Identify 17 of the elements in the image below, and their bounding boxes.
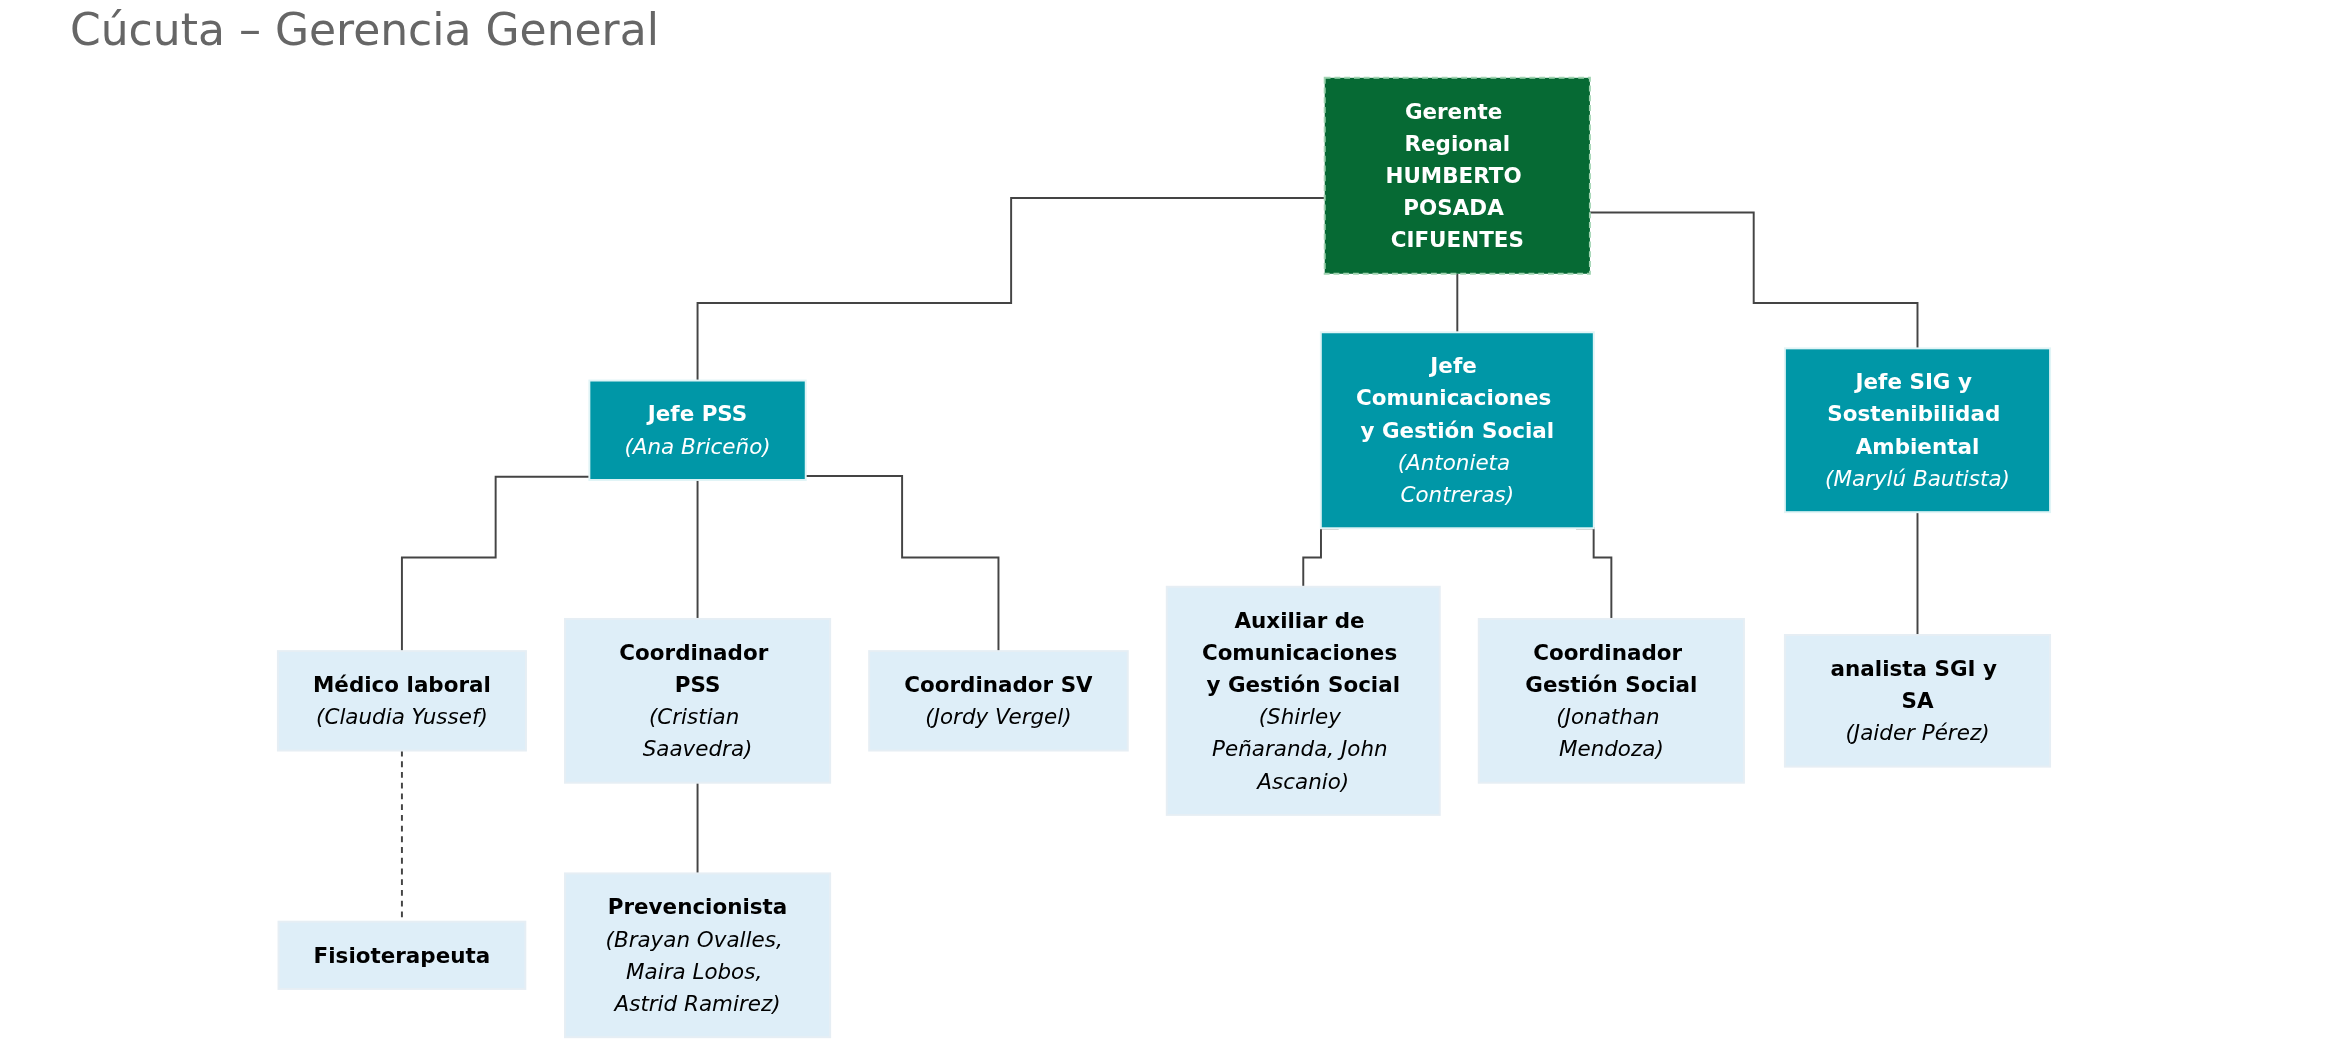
node-box: Prevencionista (Brayan Ovalles, Maira Lobos, Astrid Ramirez) (563, 872, 832, 1039)
node-box: Coordinador PSS (Cristian Saavedra) (563, 617, 832, 784)
node-box: Coordinador Gestión Social (Jonathan Mendoza) (1477, 617, 1745, 784)
node-box: Fisioterapeuta (277, 920, 527, 990)
node-box: analista SGI y SA (Jaider Pérez) (1783, 634, 2052, 768)
node-box: Jefe SIG y Sostenibilidad Ambiental (Marylú Bautista) (1783, 347, 2052, 514)
connector (1916, 511, 1919, 636)
node-box: Auxiliar de Comunicaciones y Gestión Social (Shirley Peñaranda, John Ascanio) (1165, 585, 1441, 816)
node-box: Médico laboral (Claudia Yussef) (276, 650, 527, 752)
node-box: Jefe Comunicaciones y Gestión Social (Antonieta Contreras) (1319, 331, 1595, 530)
connector (696, 781, 699, 875)
node-box: Coordinador SV (Jordy Vergel) (868, 650, 1129, 752)
diagram-title: Cúcuta – Gerencia General (70, 4, 659, 55)
node-box: Gerente Regional HUMBERTO POSADA CIFUENTES (1323, 76, 1591, 275)
connector (1456, 272, 1459, 334)
node-box: Jefe PSS (Ana Briceño) (588, 379, 807, 481)
connector (696, 479, 699, 620)
